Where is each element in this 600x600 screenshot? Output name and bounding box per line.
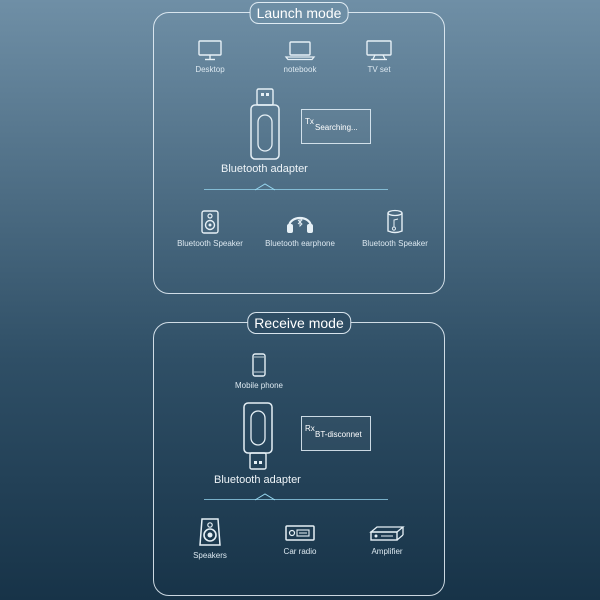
tv-label: TV set <box>367 65 391 74</box>
bluetooth-earphone-label: Bluetooth earphone <box>265 239 335 248</box>
amplifier-icon <box>369 526 405 541</box>
notebook-label: notebook <box>283 65 317 74</box>
tx-status-message: Searching... <box>315 123 358 132</box>
launch-mode-title: Launch mode <box>249 2 349 24</box>
amplifier-label: Amplifier <box>371 547 403 556</box>
rx-status-message: BT-disconnet <box>315 430 362 439</box>
desktop-device: Desktop <box>165 39 255 74</box>
bluetooth-adapter-icon <box>243 402 273 470</box>
chevron-up-icon <box>254 183 276 191</box>
bluetooth-speaker-device: Bluetooth Speaker <box>165 209 255 248</box>
car-radio-icon <box>285 525 315 541</box>
launch-adapter-label: Bluetooth adapter <box>221 163 308 175</box>
car-radio-device: Car radio <box>255 523 345 556</box>
receive-adapter-label: Bluetooth adapter <box>214 474 301 486</box>
bluetooth-smart-speaker-label: Bluetooth Speaker <box>362 239 428 248</box>
receive-divider <box>204 499 388 500</box>
receive-mode-title: Receive mode <box>247 312 351 334</box>
tv-device: TV set <box>334 39 424 74</box>
mobile-phone-device: Mobile phone <box>214 353 304 390</box>
notebook-icon <box>284 41 316 61</box>
chevron-up-icon <box>254 493 276 501</box>
launch-mode-panel: Launch mode Desktop notebook TV set <box>153 2 445 294</box>
launch-divider <box>204 189 388 190</box>
tx-display-screen: Tx Searching... <box>301 109 371 144</box>
tv-icon <box>366 40 392 61</box>
rx-tag: Rx <box>305 424 315 433</box>
speakers-icon <box>199 518 221 546</box>
amplifier-device: Amplifier <box>342 523 432 556</box>
tx-tag: Tx <box>305 117 314 126</box>
mobile-phone-icon <box>252 353 266 377</box>
desktop-icon <box>198 40 222 61</box>
speakers-device: Speakers <box>165 517 255 560</box>
notebook-device: notebook <box>255 39 345 74</box>
smart-speaker-icon <box>387 209 403 234</box>
speakers-label: Speakers <box>193 551 227 560</box>
headphone-icon <box>287 216 313 233</box>
bluetooth-smart-speaker-device: Bluetooth Speaker <box>350 209 440 248</box>
bluetooth-earphone-device: Bluetooth earphone <box>255 209 345 248</box>
receive-mode-panel: Receive mode Mobile phone Rx BT-disconne… <box>153 312 445 596</box>
bluetooth-adapter-icon <box>250 88 280 160</box>
car-radio-label: Car radio <box>283 547 317 556</box>
desktop-label: Desktop <box>195 65 225 74</box>
rx-display-screen: Rx BT-disconnet <box>301 416 371 451</box>
bluetooth-speaker-label: Bluetooth Speaker <box>177 239 243 248</box>
speaker-icon <box>201 210 219 234</box>
mobile-phone-label: Mobile phone <box>234 381 284 390</box>
